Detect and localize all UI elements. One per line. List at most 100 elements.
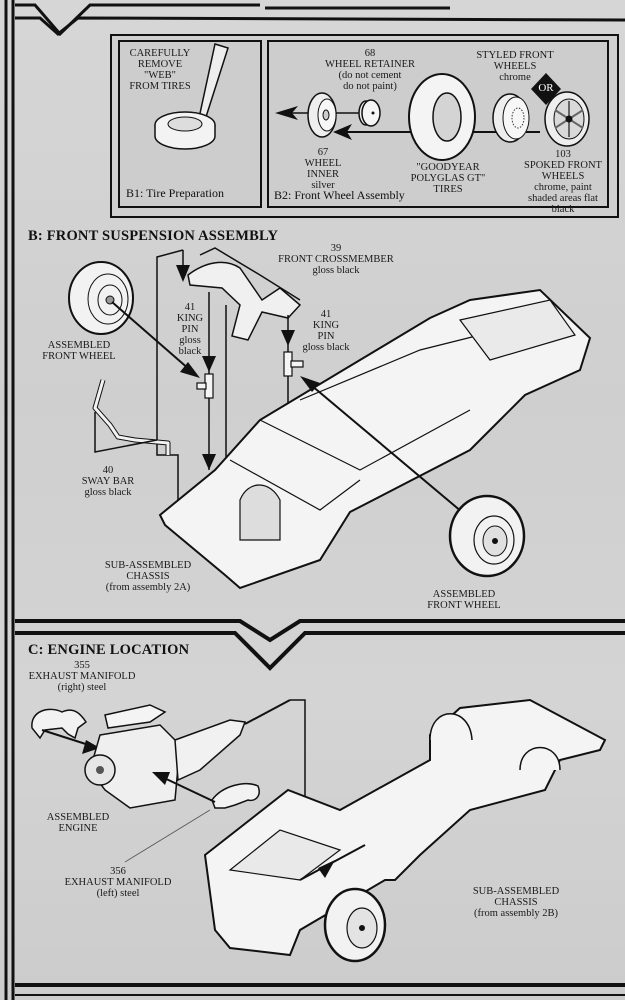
tires-label: "GOODYEAR POLYGLAS GT" TIRES: [398, 162, 498, 195]
section-b-title: B: FRONT SUSPENSION ASSEMBLY: [28, 228, 279, 244]
part-name: FRONT CROSSMEMBER: [278, 254, 394, 265]
assembled-engine-part-icon: [84, 704, 247, 809]
part-number: 356: [110, 866, 126, 877]
part-finish: gloss black: [84, 487, 132, 498]
part-name: SPOKED FRONT: [524, 160, 602, 171]
part-finish: shaded areas flat: [528, 193, 598, 204]
assembly-guide-line: [156, 249, 184, 520]
label-line: CHASSIS: [494, 897, 538, 908]
exhaust-manifold-right-label: 355 EXHAUST MANIFOLD (right) steel: [22, 660, 142, 693]
label-line: FRONT WHEEL: [427, 600, 501, 611]
part-finish: silver: [311, 180, 335, 191]
part-number: 41: [184, 302, 196, 313]
part-finish: (right) steel: [57, 682, 107, 693]
part-number: 39: [330, 243, 342, 254]
part-finish: gloss: [179, 335, 201, 346]
tire-prep-instruction: CAREFULLY REMOVE "WEB" FROM TIRES: [124, 48, 196, 92]
tire-prep-caption: B1: Tire Preparation: [126, 186, 224, 200]
section-b-bottom-border: [15, 619, 625, 643]
sub-assembled-chassis-2b-icon: [203, 698, 607, 957]
part-number: 40: [102, 465, 114, 476]
part-number: 67: [317, 147, 329, 158]
part-name: EXHAUST MANIFOLD: [28, 671, 136, 682]
leader-arrow-line: [41, 729, 93, 747]
or-badge-label: OR: [538, 82, 554, 94]
label-line: ENGINE: [58, 823, 98, 834]
spoked-front-wheels-label: 103 SPOKED FRONT WHEELS chrome, paint sh…: [518, 149, 608, 215]
arrow-head-icon: [176, 265, 190, 282]
sway-bar-label: 40 SWAY BAR gloss black: [76, 465, 140, 498]
part-name: SWAY BAR: [81, 476, 135, 487]
callout-line: [124, 809, 211, 863]
part-number: 41: [320, 309, 332, 320]
leader-arrow-line: [111, 301, 191, 371]
king-pin-right-label: 41 KING PIN gloss black: [296, 309, 356, 353]
arrow-head-icon: [281, 330, 295, 346]
assembled-front-wheel-right-label: ASSEMBLED FRONT WHEEL: [414, 589, 514, 611]
arrow-head-icon: [82, 740, 100, 754]
label-line: FRONT WHEEL: [42, 351, 116, 362]
part-finish: black: [551, 204, 575, 215]
wheel-inner-part-icon: [307, 92, 337, 138]
arrow-head-icon: [333, 124, 352, 140]
part-name: PIN: [317, 331, 335, 342]
part-finish: chrome, paint: [534, 182, 592, 193]
king-pin-right-part-icon: [283, 351, 304, 377]
label-line: SUB-ASSEMBLED: [472, 886, 560, 897]
label-line: ASSEMBLED: [432, 589, 496, 600]
assembled-front-wheel-right-icon: [448, 494, 526, 578]
label-line: SUB-ASSEMBLED: [104, 560, 192, 571]
spoked-wheel-icon: [544, 91, 590, 147]
assembled-engine-label: ASSEMBLED ENGINE: [38, 812, 118, 834]
leader-arrow-line: [304, 379, 463, 513]
part-finish: chrome: [499, 72, 531, 83]
arrow-head-icon: [202, 454, 216, 470]
part-finish: gloss black: [302, 342, 350, 353]
front-crossmember-label: 39 FRONT CROSSMEMBER gloss black: [276, 243, 396, 276]
part-name: KING: [312, 320, 340, 331]
part-name: EXHAUST MANIFOLD: [64, 877, 172, 888]
part-number: 355: [74, 660, 90, 671]
styled-wheel-icon: [492, 93, 530, 143]
front-crossmember-part-icon: [187, 247, 302, 341]
king-pin-left-label: 41 KING PIN gloss black: [168, 302, 212, 357]
arrow-head-icon: [152, 772, 170, 785]
part-name: WHEEL: [304, 158, 342, 169]
instruction-line: CAREFULLY: [129, 48, 191, 59]
part-finish: gloss black: [312, 265, 360, 276]
label-line: ASSEMBLED: [47, 340, 111, 351]
leader-arrow-line: [159, 775, 216, 803]
assembled-front-wheel-left-label: ASSEMBLED FRONT WHEEL: [30, 340, 128, 362]
exhaust-manifold-left-part-icon: [211, 782, 260, 809]
part-number: 103: [555, 149, 571, 160]
label-line: (from assembly 2B): [474, 908, 558, 919]
sub-assembled-chassis-2b-label: SUB-ASSEMBLED CHASSIS (from assembly 2B): [466, 886, 566, 919]
label-line: (from assembly 2A): [105, 582, 191, 593]
wheel-inner-label: 67 WHEEL INNER silver: [296, 147, 350, 191]
part-name: WHEELS: [493, 61, 537, 72]
part-name: "GOODYEAR: [416, 162, 480, 173]
part-name: INNER: [306, 169, 340, 180]
part-name: STYLED FRONT: [476, 50, 554, 61]
king-pin-left-part-icon: [196, 373, 214, 399]
part-note: (do not cement: [338, 70, 402, 81]
goodyear-tire-icon: [408, 73, 476, 161]
assembled-front-wheel-left-icon: [68, 261, 134, 335]
part-name: WHEELS: [541, 171, 585, 182]
chassis-front-wheel-icon: [323, 887, 387, 963]
assembly-guide-line: [94, 412, 158, 453]
part-number: 68: [364, 48, 376, 59]
arrow-head-icon: [180, 362, 200, 378]
part-name: POLYGLAS GT": [410, 173, 486, 184]
arrow-head-icon: [275, 106, 298, 120]
part-name: KING: [176, 313, 204, 324]
sub-assembled-chassis-2a-label: SUB-ASSEMBLED CHASSIS (from assembly 2A): [98, 560, 198, 593]
part-name: WHEEL RETAINER: [324, 59, 416, 70]
styled-front-wheels-label: STYLED FRONT WHEELS chrome: [470, 50, 560, 83]
